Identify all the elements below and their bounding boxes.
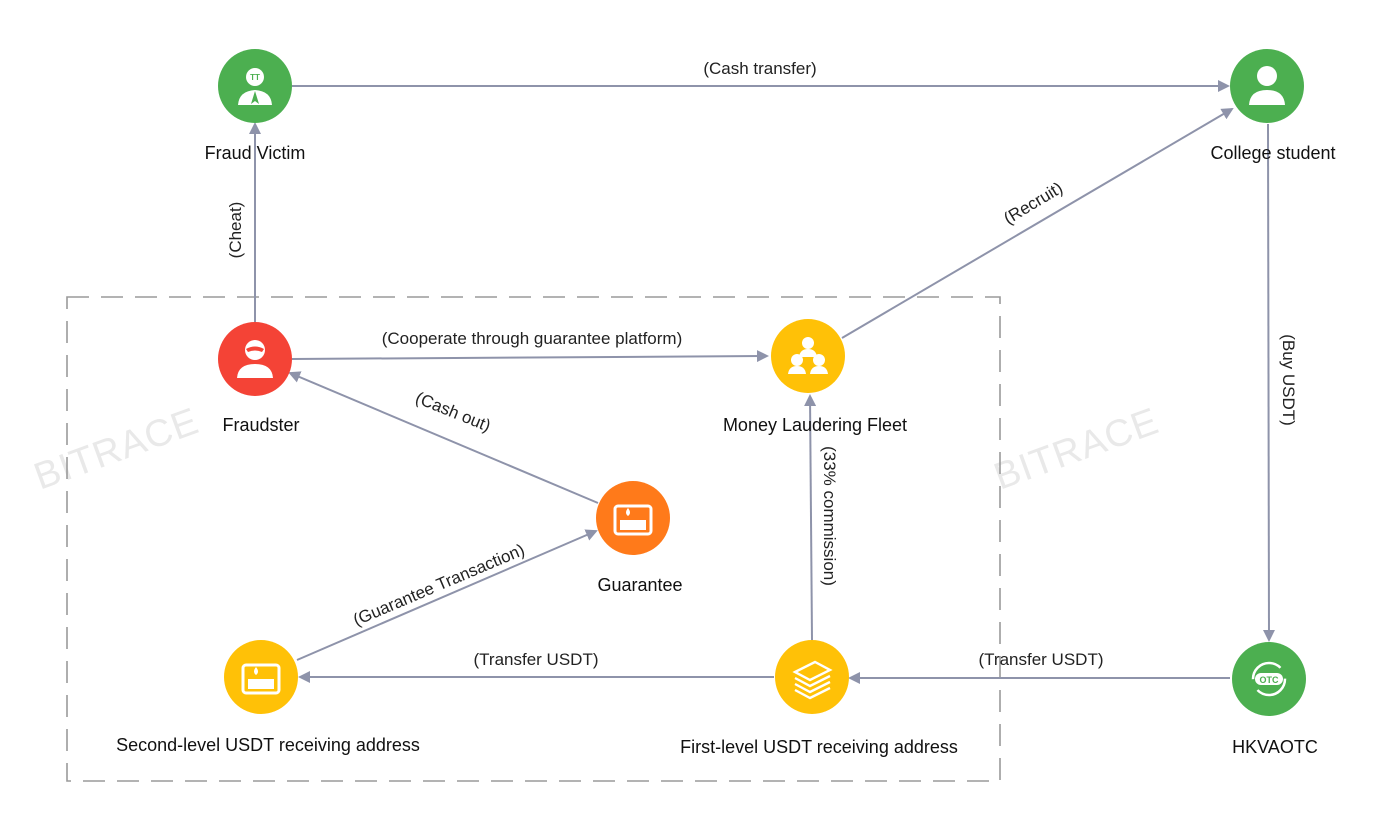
edge-commission bbox=[804, 394, 817, 641]
fraudster-label: Fraudster bbox=[222, 415, 299, 435]
edge-label-guarantee-transaction: (Guarantee Transaction) bbox=[350, 540, 527, 629]
college-student-label: College student bbox=[1210, 143, 1335, 163]
hkvaotc-label: HKVAOTC bbox=[1232, 737, 1318, 757]
node-money-laundering-fleet: Money Laudering Fleet bbox=[723, 319, 907, 435]
edge-label-buy-usdt: (Buy USDT) bbox=[1279, 334, 1298, 426]
svg-text:TT: TT bbox=[250, 73, 260, 82]
edge-label-transfer-usdt-left: (Transfer USDT) bbox=[474, 650, 599, 669]
node-fraud-victim: TT Fraud Victim bbox=[205, 49, 306, 163]
edge-recruit bbox=[841, 107, 1234, 339]
watermark-left: BITRACE bbox=[29, 400, 205, 498]
scheme-boundary bbox=[66, 296, 1001, 782]
node-hkvaotc: OTC HKVAOTC bbox=[1232, 642, 1318, 757]
node-fraudster: Fraudster bbox=[218, 322, 300, 435]
guarantee-label: Guarantee bbox=[597, 575, 682, 595]
first-level-circle bbox=[775, 640, 849, 714]
edge-label-commission: (33% commission) bbox=[820, 446, 839, 586]
masked-person-icon bbox=[237, 340, 273, 378]
victim-icon: TT bbox=[238, 68, 272, 105]
fraud-victim-label: Fraud Victim bbox=[205, 143, 306, 163]
edge-buy-usdt bbox=[1262, 123, 1275, 642]
money-laundering-fleet-label: Money Laudering Fleet bbox=[723, 415, 907, 435]
edge-label-cash-out: (Cash out) bbox=[413, 388, 494, 435]
svg-text:OTC: OTC bbox=[1260, 675, 1279, 685]
node-first-level-address: First-level USDT receiving address bbox=[680, 640, 958, 757]
group-icon bbox=[788, 337, 828, 374]
node-guarantee: Guarantee bbox=[596, 481, 683, 595]
second-level-circle bbox=[224, 640, 298, 714]
node-college-student: College student bbox=[1210, 49, 1336, 163]
node-second-level-address: Second-level USDT receiving address bbox=[116, 640, 420, 755]
edge-label-recruit: (Recruit) bbox=[1000, 178, 1066, 228]
edge-label-transfer-usdt-right: (Transfer USDT) bbox=[979, 650, 1104, 669]
edge-label-cash-transfer: (Cash transfer) bbox=[703, 59, 816, 78]
first-level-label: First-level USDT receiving address bbox=[680, 737, 958, 757]
person-icon bbox=[1249, 66, 1285, 105]
otc-exchange-icon: OTC bbox=[1251, 661, 1287, 697]
cash-stack-icon bbox=[792, 660, 833, 700]
second-level-label: Second-level USDT receiving address bbox=[116, 735, 420, 755]
guarantee-circle bbox=[596, 481, 670, 555]
edge-label-cheat: (Cheat) bbox=[226, 202, 245, 259]
vault-icon bbox=[613, 504, 653, 536]
edge-label-cooperate: (Cooperate through guarantee platform) bbox=[382, 329, 683, 348]
edge-cooperate bbox=[291, 350, 769, 363]
watermark-right: BITRACE bbox=[989, 400, 1165, 498]
edge-guarantee-transaction bbox=[296, 529, 598, 661]
wallet-icon bbox=[241, 663, 281, 695]
edge-cash-out bbox=[288, 371, 599, 504]
